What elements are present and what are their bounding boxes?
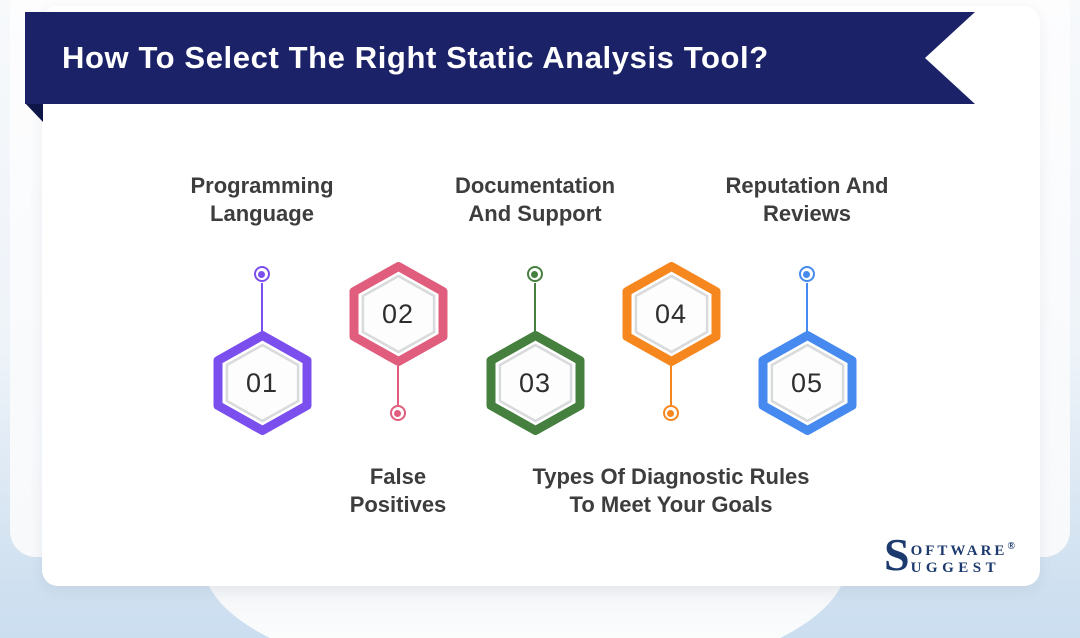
hexagon-badge: 03 [486, 331, 585, 435]
connector-line [397, 366, 399, 406]
hexagon-badge: 04 [622, 262, 721, 366]
logo-big-letter: S [884, 529, 910, 580]
step-label-line2: And Support [468, 201, 602, 226]
bullet-ring-icon [526, 266, 543, 282]
logo-line2: UGGEST [910, 560, 1001, 576]
hexagon-icon [486, 331, 584, 435]
step-label-line2: Reviews [762, 201, 852, 226]
bullet-ring-icon [798, 266, 815, 282]
step-number: 04 [654, 298, 688, 329]
hexagon-icon [213, 331, 311, 435]
step-label-line1: Reputation And [725, 173, 889, 198]
step-number: 02 [381, 298, 415, 329]
hexagon-badge: 05 [758, 331, 857, 435]
hexagon-icon [622, 262, 720, 366]
bullet-ring-icon [389, 405, 406, 421]
connector-line [806, 283, 808, 332]
step-label-line2: To Meet Your Goals [569, 492, 773, 517]
step-column-01: Programming Language 01 [112, 160, 412, 540]
step-label: Documentation And Support [385, 172, 685, 228]
step-label: Types Of Diagnostic Rules To Meet Your G… [521, 463, 821, 519]
step-label: Programming Language [112, 172, 412, 228]
step-column-05: Reputation And Reviews 05 [657, 160, 957, 540]
logo-text: OFTWARE® UGGEST [911, 538, 1015, 577]
title-ribbon: How To Select The Right Static Analysis … [25, 12, 975, 104]
connector-line [534, 283, 536, 332]
softwaresuggest-logo: S OFTWARE® UGGEST [884, 529, 1015, 580]
connector-line [261, 283, 263, 332]
logo-line1: OFTWARE® [910, 541, 1015, 559]
hexagon-icon [349, 262, 447, 366]
hexagon-badge: 02 [349, 262, 448, 366]
step-label-line1: False [369, 464, 427, 489]
step-column-02: 02 False Positives [248, 160, 548, 540]
hexagon-icon [758, 331, 856, 435]
step-number: 03 [518, 367, 552, 398]
step-label: False Positives [248, 463, 548, 519]
step-label-line2: Positives [349, 492, 447, 517]
step-label-line2: Language [210, 201, 314, 226]
registered-mark: ® [1007, 541, 1015, 552]
step-label-line1: Programming [190, 173, 334, 198]
hexagon-badge: 01 [213, 331, 312, 435]
bullet-ring-icon [662, 405, 679, 421]
step-label: Reputation And Reviews [657, 172, 957, 228]
step-column-03: Documentation And Support 03 [385, 160, 685, 540]
page-title: How To Select The Right Static Analysis … [62, 40, 769, 75]
step-number: 01 [245, 367, 279, 398]
bullet-ring-icon [253, 266, 270, 282]
step-column-04: 04 Types Of Diagnostic Rules To Meet You… [521, 160, 821, 540]
connector-line [670, 366, 672, 406]
step-label-line1: Documentation [454, 173, 616, 198]
step-number: 05 [790, 367, 824, 398]
step-label-line1: Types Of Diagnostic Rules [532, 464, 810, 489]
